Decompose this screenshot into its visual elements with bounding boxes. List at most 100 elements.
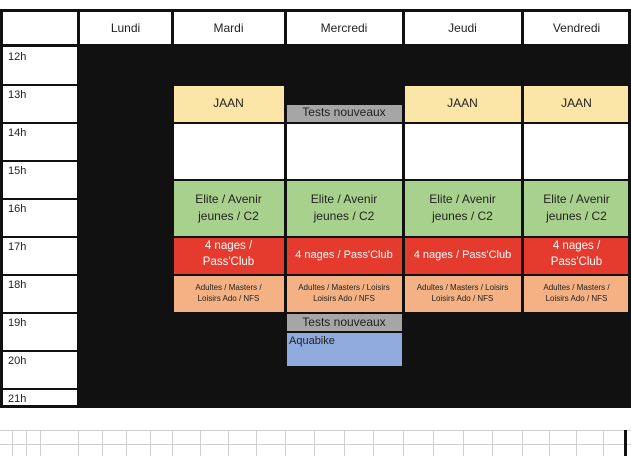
session-aquabike-mercredi: Aquabike (285, 332, 403, 367)
sheet-grid-row-line (0, 430, 631, 431)
session-adultes-label: Adultes / Masters /Loisirs Ado / NFS (195, 282, 262, 303)
hour-label-13h: 13h (8, 89, 27, 101)
sheet-grid-col-line (314, 430, 315, 456)
grid-line-16h (0, 198, 79, 200)
session-4nages-label: 4 nages /Pass'Club (202, 240, 255, 268)
session-jaan-label: JAAN (561, 95, 592, 110)
session-jaan-vendredi: JAAN (522, 84, 631, 122)
sheet-grid-row-line (0, 444, 631, 445)
sheet-grid-col-line (172, 430, 173, 456)
sheet-grid-col-line (78, 430, 79, 456)
grid-line-18h (0, 274, 79, 276)
session-aquabike-label: Aquabike (289, 335, 335, 347)
grid-line-19h (0, 312, 631, 314)
grid-line-20h (0, 350, 79, 352)
session-tests-mercredi-19h: Tests nouveaux (285, 313, 403, 332)
session-4nages-label: 4 nages / Pass'Club (413, 248, 512, 261)
day-header-mercredi: Mercredi (320, 21, 368, 35)
sheet-grid-right-edge (624, 430, 627, 456)
sheet-grid-col-line (403, 430, 404, 456)
session-adultes-label: Adultes / Masters /Loisirs Ado / NFS (543, 282, 610, 303)
hour-label-18h: 18h (8, 279, 27, 291)
session-4nages-jeudi: 4 nages / Pass'Club (403, 236, 522, 274)
sheet-grid-col-line (126, 430, 127, 456)
sheet-grid-col-line (26, 430, 27, 456)
grid-line-tests13-top (285, 103, 403, 105)
sheet-grid-col-line (463, 430, 464, 456)
grid-line-21h (0, 388, 79, 390)
grid-line-left (0, 9, 3, 408)
session-tests-mercredi-13h: Tests nouveaux (285, 103, 403, 122)
session-jaan-label: JAAN (447, 95, 478, 110)
grid-line-adultes-top (172, 274, 631, 276)
hatch-mercredi-top (285, 46, 403, 103)
sheet-grid-col-line (12, 430, 13, 456)
sheet-grid-col-line (150, 430, 151, 456)
session-4nages-label: 4 nages /Pass'Club (550, 240, 603, 268)
hour-label-16h: 16h (8, 203, 27, 215)
grid-line-13h (0, 84, 79, 86)
hatch-jeudi-top (403, 46, 522, 84)
sheet-grid-col-line (373, 430, 374, 456)
grid-line-tests19-bottom (285, 331, 403, 333)
session-tests-label: Tests nouveaux (302, 315, 386, 330)
grid-line-right (628, 9, 631, 408)
hour-label-17h: 17h (8, 241, 27, 253)
sheet-grid-col-line (228, 430, 229, 456)
grid-line-14h (0, 122, 631, 124)
hatch-vendredi-bottom (522, 313, 631, 407)
hour-label-15h: 15h (8, 165, 27, 177)
session-4nages-mardi: 4 nages /Pass'Club (172, 236, 285, 274)
grid-line-header (0, 44, 631, 47)
grid-line-17h (0, 236, 79, 238)
hour-label-12h: 12h (8, 51, 27, 63)
hatch-lundi (79, 46, 172, 407)
grid-line-mardi-mercredi (284, 9, 287, 408)
day-header-mardi: Mardi (213, 21, 244, 35)
hatch-jeudi-bottom (403, 313, 522, 407)
sheet-grid-col-line (492, 430, 493, 456)
hatch-mardi-bottom (172, 313, 285, 407)
grid-line-jeudi-vendredi (521, 9, 524, 408)
sheet-grid-col-line (200, 430, 201, 456)
sheet-grid-col-line (522, 430, 523, 456)
grid-line-15h (0, 160, 79, 162)
grid-line-lundi-mardi (171, 9, 174, 408)
hatch-mercredi-bottom (285, 367, 403, 407)
sheet-grid-col-line (102, 430, 103, 456)
session-jaan-mardi: JAAN (172, 84, 285, 122)
grid-line-bottom (0, 405, 631, 408)
session-tests-label: Tests nouveaux (302, 105, 386, 120)
session-4nages-mercredi: 4 nages / Pass'Club (285, 236, 403, 274)
grid-line-label-col (77, 9, 80, 408)
sheet-grid-col-line (549, 430, 550, 456)
hour-label-20h: 20h (8, 355, 27, 367)
grid-line-mardi-jaan-top (172, 84, 631, 86)
sheet-grid-col-line (285, 430, 286, 456)
session-4nages-vendredi: 4 nages /Pass'Club (522, 236, 631, 274)
day-header-lundi: Lundi (110, 21, 141, 35)
day-header-jeudi: Jeudi (448, 21, 477, 35)
hatch-vendredi-top (522, 46, 631, 84)
sheet-grid-col-line (433, 430, 434, 456)
grid-line-elite-top (172, 179, 631, 181)
grid-line-aquabike-bottom (285, 366, 403, 368)
session-adultes-vendredi: Adultes / Masters /Loisirs Ado / NFS (522, 274, 631, 313)
sheet-grid-col-line (603, 430, 604, 456)
hatch-mardi-top (172, 46, 285, 84)
session-jaan-label: JAAN (213, 95, 244, 110)
hour-label-21h: 21h (8, 393, 27, 405)
session-4nages-label: 4 nages / Pass'Club (295, 248, 393, 261)
